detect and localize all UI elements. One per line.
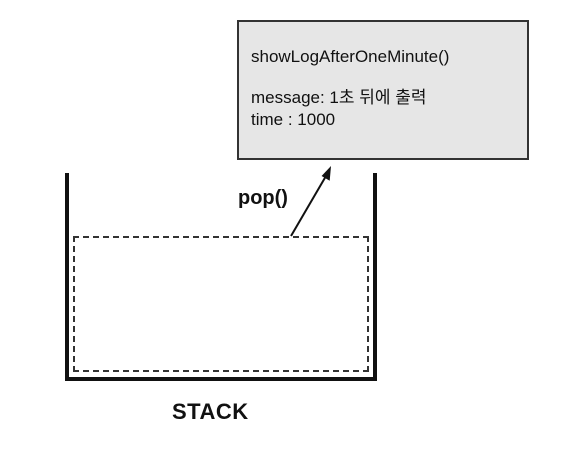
function-name-text: showLogAfterOneMinute(): [251, 47, 450, 66]
stack-container: [65, 173, 377, 381]
empty-stack-slot: [73, 236, 369, 372]
message-param-text: message: 1초 뒤에 출력: [251, 88, 427, 107]
call-frame-box: showLogAfterOneMinute() message: 1초 뒤에 출…: [237, 20, 529, 160]
time-param-text: time : 1000: [251, 110, 336, 129]
pop-label: pop(): [238, 187, 288, 209]
stack-label: STACK: [172, 399, 249, 424]
